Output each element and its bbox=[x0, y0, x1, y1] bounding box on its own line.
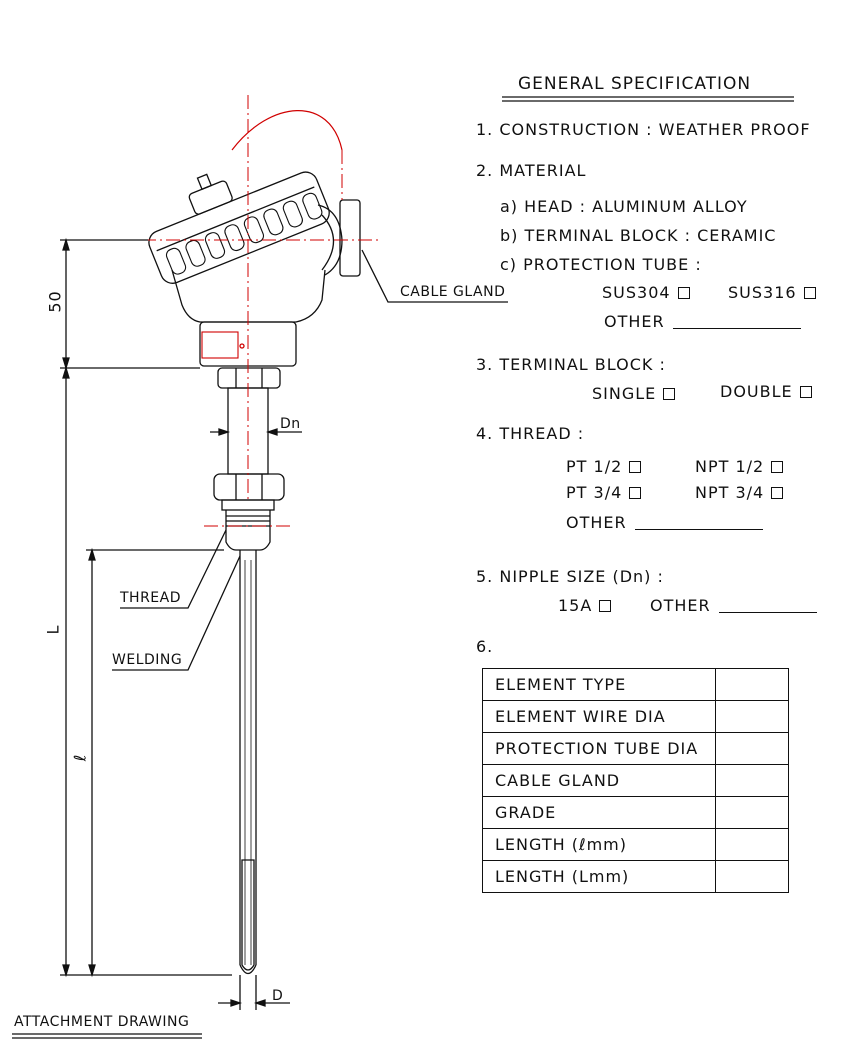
option-double-label: DOUBLE bbox=[720, 382, 793, 401]
cable-gland-leader bbox=[361, 249, 508, 303]
dim-L-label: L bbox=[43, 624, 63, 635]
dim-50 bbox=[60, 237, 200, 371]
option-npt34[interactable]: NPT 3/4 bbox=[695, 483, 784, 502]
wire bbox=[231, 110, 343, 151]
option-single-label: SINGLE bbox=[592, 384, 657, 403]
spec-material-tube: c) PROTECTION TUBE : bbox=[500, 255, 702, 274]
option-double[interactable]: DOUBLE bbox=[720, 382, 812, 401]
row-label: LENGTH (ℓmm) bbox=[482, 828, 716, 861]
row-label: CABLE GLAND bbox=[482, 764, 716, 797]
option-15a-label: 15A bbox=[558, 596, 593, 615]
option-pt12-label: PT 1/2 bbox=[566, 457, 623, 476]
option-sus316-label: SUS316 bbox=[728, 283, 797, 302]
row-label: GRADE bbox=[482, 796, 716, 829]
spec-terminal-block: 3. TERMINAL BLOCK : bbox=[476, 355, 666, 374]
table-row: LENGTH (ℓmm) bbox=[482, 828, 789, 861]
option-thread-other-label: OTHER bbox=[566, 513, 627, 532]
option-npt12[interactable]: NPT 1/2 bbox=[695, 457, 784, 476]
spec-construction: 1. CONSTRUCTION : WEATHER PROOF bbox=[476, 120, 811, 139]
lower-nut bbox=[213, 473, 285, 501]
dim-d bbox=[218, 975, 290, 1010]
row-label: LENGTH (Lmm) bbox=[482, 860, 716, 893]
welding-label: WELDING bbox=[112, 652, 183, 668]
table-row: LENGTH (Lmm) bbox=[482, 860, 789, 893]
table-row: ELEMENT WIRE DIA bbox=[482, 700, 789, 733]
nipple-other-field[interactable] bbox=[718, 612, 817, 613]
option-nipple-other[interactable]: OTHER bbox=[650, 596, 817, 615]
thread-leader bbox=[120, 529, 227, 609]
option-npt12-label: NPT 1/2 bbox=[695, 457, 765, 476]
row-label: ELEMENT WIRE DIA bbox=[482, 700, 716, 733]
option-pt34[interactable]: PT 3/4 bbox=[566, 483, 642, 502]
table-row: GRADE bbox=[482, 796, 789, 829]
row-value-cell[interactable] bbox=[715, 764, 789, 797]
row-value-cell[interactable] bbox=[715, 732, 789, 765]
checkbox-15a[interactable] bbox=[599, 600, 612, 612]
row-label: PROTECTION TUBE DIA bbox=[482, 732, 716, 765]
option-sus304-label: SUS304 bbox=[602, 283, 671, 302]
table-row: PROTECTION TUBE DIA bbox=[482, 732, 789, 765]
spec-nipple: 5. NIPPLE SIZE (Dn) : bbox=[476, 567, 664, 586]
dim-l bbox=[86, 547, 224, 978]
table-row: ELEMENT TYPE bbox=[482, 668, 789, 701]
spec-material-head: a) HEAD : ALUMINUM ALLOY bbox=[500, 197, 748, 216]
checkbox-npt12[interactable] bbox=[771, 461, 784, 473]
upper-nut bbox=[217, 367, 281, 389]
dn-label: Dn bbox=[280, 416, 301, 432]
option-tube-other-label: OTHER bbox=[604, 312, 665, 331]
option-thread-other[interactable]: OTHER bbox=[566, 513, 763, 532]
terminal-head bbox=[148, 171, 330, 284]
spec-table: ELEMENT TYPE ELEMENT WIRE DIA PROTECTION… bbox=[482, 668, 789, 893]
row-value-cell[interactable] bbox=[715, 700, 789, 733]
cable-gland-label: CABLE GLAND bbox=[400, 284, 506, 300]
spec-thread: 4. THREAD : bbox=[476, 424, 585, 443]
option-npt34-label: NPT 3/4 bbox=[695, 483, 765, 502]
checkbox-sus304[interactable] bbox=[677, 287, 690, 299]
row-value-cell[interactable] bbox=[715, 796, 789, 829]
spec-title: GENERAL SPECIFICATION bbox=[518, 74, 752, 94]
thread-other-field[interactable] bbox=[634, 529, 763, 530]
welding-leader bbox=[112, 555, 241, 671]
dim-L bbox=[60, 365, 232, 978]
row-label: ELEMENT TYPE bbox=[482, 668, 716, 701]
checkbox-sus316[interactable] bbox=[803, 287, 816, 299]
dim-dn bbox=[210, 428, 302, 436]
cable-gland-boss bbox=[339, 199, 361, 277]
checkbox-single[interactable] bbox=[663, 388, 676, 400]
option-nipple-other-label: OTHER bbox=[650, 596, 711, 615]
drawing-caption: ATTACHMENT DRAWING bbox=[14, 1014, 190, 1030]
option-tube-other[interactable]: OTHER bbox=[604, 312, 801, 331]
spec-item6: 6. bbox=[476, 637, 494, 656]
option-pt34-label: PT 3/4 bbox=[566, 483, 623, 502]
row-value-cell[interactable] bbox=[715, 860, 789, 893]
dim-D-label: D bbox=[272, 988, 284, 1004]
option-single[interactable]: SINGLE bbox=[592, 384, 676, 403]
dim-l-label: ℓ bbox=[70, 753, 90, 762]
spec-material: 2. MATERIAL bbox=[476, 161, 587, 180]
checkbox-npt34[interactable] bbox=[771, 487, 784, 499]
row-value-cell[interactable] bbox=[715, 668, 789, 701]
option-15a[interactable]: 15A bbox=[558, 596, 612, 615]
checkbox-pt12[interactable] bbox=[629, 461, 642, 473]
row-value-cell[interactable] bbox=[715, 828, 789, 861]
spec-material-terminal: b) TERMINAL BLOCK : CERAMIC bbox=[500, 226, 777, 245]
thread-fitting bbox=[221, 499, 275, 551]
tube-other-field[interactable] bbox=[672, 328, 801, 329]
checkbox-pt34[interactable] bbox=[629, 487, 642, 499]
option-pt12[interactable]: PT 1/2 bbox=[566, 457, 642, 476]
protection-tube bbox=[239, 550, 257, 975]
option-sus316[interactable]: SUS316 bbox=[728, 283, 816, 302]
dim-50-label: 50 bbox=[45, 290, 65, 313]
checkbox-double[interactable] bbox=[799, 386, 812, 398]
option-sus304[interactable]: SUS304 bbox=[602, 283, 690, 302]
thread-label: THREAD bbox=[120, 590, 182, 606]
table-row: CABLE GLAND bbox=[482, 764, 789, 797]
